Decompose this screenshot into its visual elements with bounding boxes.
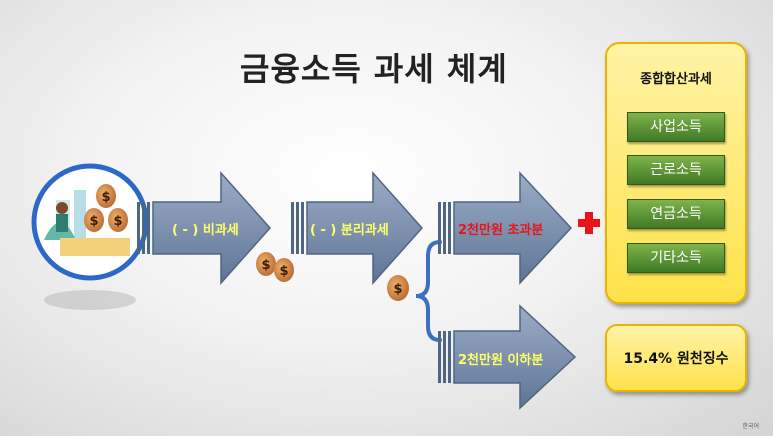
money-bag-icon: $ <box>387 275 409 301</box>
svg-text:$: $ <box>89 214 98 229</box>
income-item-other: 기타소득 <box>627 243 725 273</box>
svg-text:$: $ <box>113 214 122 229</box>
arrow-non-taxable <box>137 171 272 285</box>
arrow-label-under-20m: 2천만원 이하분 <box>458 353 544 368</box>
money-bag-icon: $ $ <box>256 252 294 282</box>
plus-icon <box>578 212 600 234</box>
withholding-panel: 15.4% 원천징수 <box>605 324 747 392</box>
slide-title: 금융소득 과세 체계 <box>240 50 508 88</box>
arrow-label-over-20m: 2천만원 초과분 <box>458 223 544 238</box>
combined-taxation-panel: 종합합산과세 사업소득 근로소득 연금소득 기타소득 <box>605 42 747 304</box>
split-brace <box>415 240 442 342</box>
withholding-text: 15.4% 원천징수 <box>623 351 729 367</box>
money-illustration: $ $ $ <box>31 163 149 310</box>
arrow-under-20m <box>438 304 577 410</box>
income-item-pension: 연금소득 <box>627 199 725 229</box>
money-bag-icon: $ $ $ <box>84 184 128 232</box>
combined-taxation-title: 종합합산과세 <box>640 72 712 87</box>
arrow-over-20m <box>438 171 573 285</box>
svg-text:$: $ <box>261 258 270 273</box>
arrow-label-separate-taxation: ( - ) 분리과세 <box>310 223 389 238</box>
svg-text:$: $ <box>279 264 288 279</box>
arrow-separate-taxation <box>291 171 424 285</box>
footnote-text: 한국어 <box>742 423 759 430</box>
income-item-earned: 근로소득 <box>627 155 725 185</box>
arrow-label-non-taxable: ( - ) 비과세 <box>172 223 239 238</box>
svg-text:$: $ <box>393 282 402 297</box>
income-item-business: 사업소득 <box>627 112 725 142</box>
svg-text:$: $ <box>101 190 110 205</box>
